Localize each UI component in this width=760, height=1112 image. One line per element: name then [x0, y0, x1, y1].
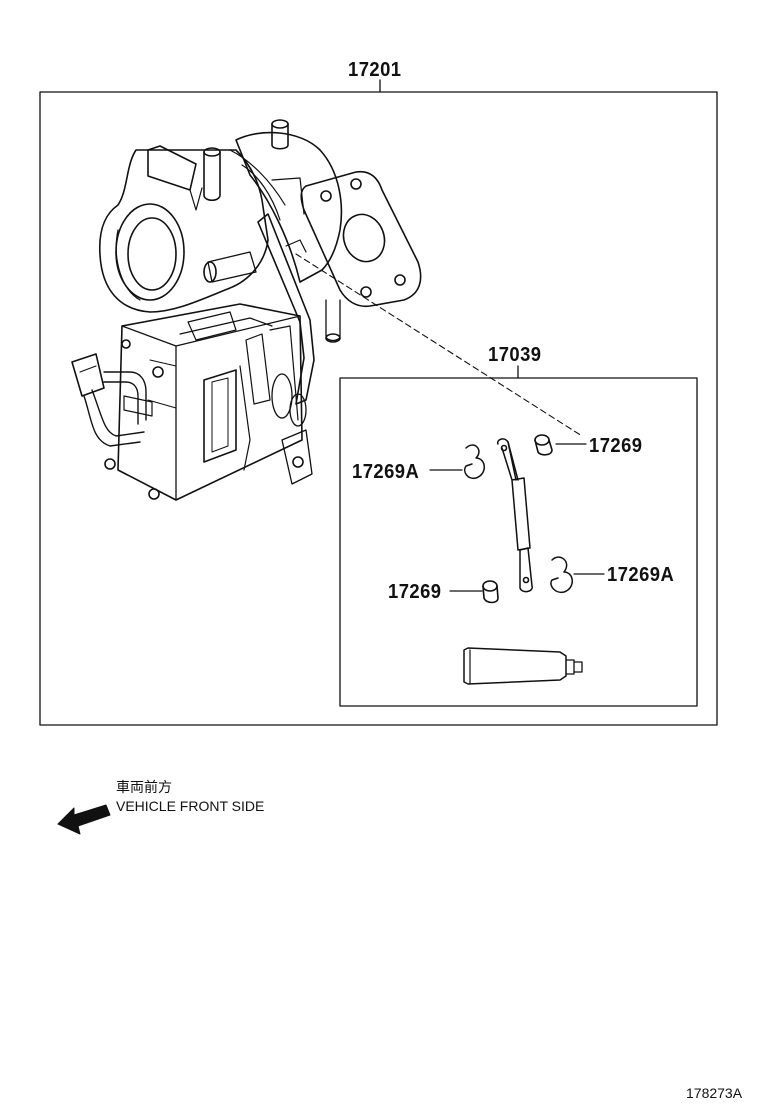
connector: [71, 353, 105, 397]
actuator-window: [203, 369, 237, 463]
bush-bottom: [482, 580, 499, 604]
direction-note-english: VEHICLE FRONT SIDE: [116, 798, 265, 814]
link-kit-frame: [339, 377, 698, 707]
assembly-frame: [39, 91, 718, 726]
link-rod: [496, 438, 533, 593]
clip-left: [464, 444, 485, 480]
top-block: [147, 145, 197, 191]
vehicle-front-arrow-icon: [57, 804, 111, 835]
illustration-id: 178273A: [686, 1085, 743, 1101]
compressor-housing: [98, 149, 269, 313]
exhaust-flange: [300, 170, 422, 308]
label-17269-top: 17269: [589, 435, 643, 457]
actuator-body: [117, 303, 303, 501]
clip-right: [550, 556, 573, 594]
turbocharger-assembly: [71, 119, 422, 501]
bush-top: [534, 434, 553, 456]
label-17039: 17039: [488, 344, 542, 366]
label-17269a-right: 17269A: [607, 564, 675, 586]
grease-tube: [463, 647, 583, 685]
turbine-housing: [235, 131, 343, 283]
label-17269a-left: 17269A: [352, 461, 420, 483]
top-pipe: [203, 151, 221, 202]
label-17201: 17201: [348, 59, 402, 81]
upper-stud: [271, 123, 289, 150]
exhaust-port: [342, 213, 386, 263]
link-leader-dashed: [295, 253, 583, 437]
actuator-bracket: [257, 213, 315, 405]
compressor-inlet-inner: [127, 217, 177, 291]
direction-note-japanese: 車両前方: [116, 779, 172, 795]
label-17269-bottom: 17269: [388, 581, 442, 603]
